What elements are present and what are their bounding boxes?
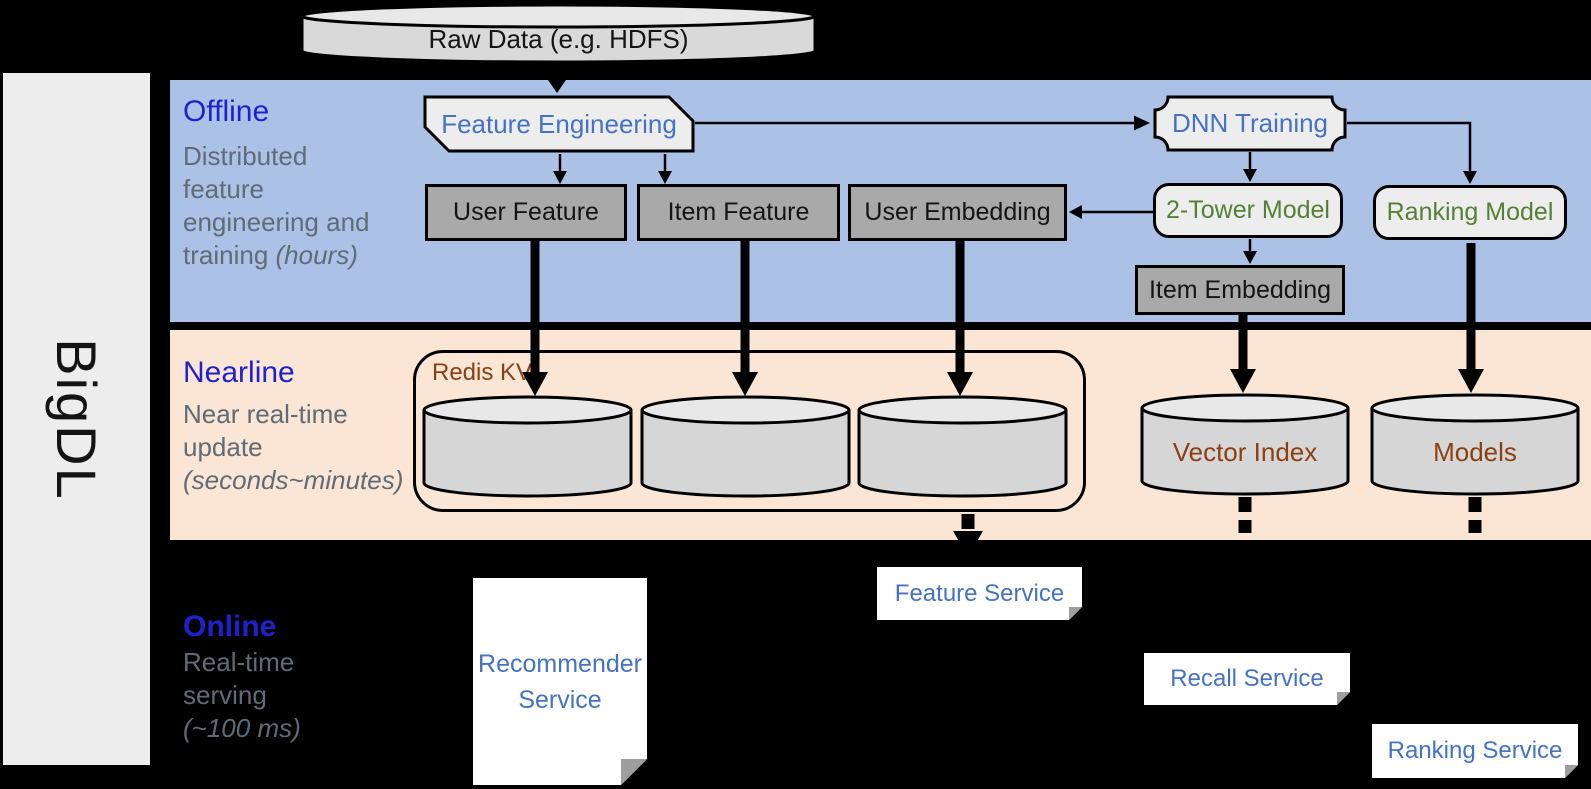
nearline-description: Near real-time update (seconds~minutes) — [183, 398, 403, 497]
cylinder-icon — [1370, 393, 1580, 496]
nearline-desc-line: update — [183, 432, 263, 462]
two-tower-model-label: 2-Tower Model — [1166, 196, 1330, 224]
user-feature-node: User Feature — [425, 184, 627, 241]
offline-desc-line: Distributed — [183, 141, 308, 171]
item-feature-label: Item Feature — [667, 198, 810, 226]
user-embedding-label: User Embedding — [864, 198, 1051, 226]
models-node: Models — [1370, 393, 1580, 496]
online-description: Real-time serving (~100 ms) — [183, 646, 301, 745]
dnn-training-label: DNN Training — [1171, 108, 1329, 138]
item-embedding-label: Item Embedding — [1148, 275, 1332, 304]
ranking-model-label: Ranking Model — [1386, 198, 1554, 226]
user-feature-label: User Feature — [453, 198, 599, 226]
redis-cylinder-3 — [857, 395, 1068, 503]
online-desc-line: Real-time — [183, 647, 295, 677]
dnn-training-node: DNN Training — [1153, 95, 1347, 152]
nearline-title: Nearline — [183, 356, 295, 389]
redis-kv-container — [413, 350, 1086, 512]
raw-data-label: Raw Data (e.g. HDFS) — [428, 23, 689, 54]
offline-desc-line: engineering and — [183, 207, 370, 237]
feature-service-node: Feature Service — [877, 567, 1082, 620]
recommender-service-node: Recommender Service — [473, 578, 647, 785]
feature-engineering-node: Feature Engineering — [423, 95, 695, 153]
online-desc-line: (~100 ms) — [183, 713, 301, 743]
nearline-desc-line: (seconds~minutes) — [183, 465, 404, 495]
cylinder-icon — [640, 395, 851, 498]
raw-data-cylinder: Raw Data (e.g. HDFS) — [300, 3, 817, 65]
sidebar-bigdl: BigDL — [3, 73, 150, 765]
item-embedding-node: Item Embedding — [1135, 265, 1345, 315]
online-desc-line: serving — [183, 680, 267, 710]
models-label: Models — [1433, 437, 1517, 467]
feature-service-label: Feature Service — [894, 579, 1065, 607]
recall-service-label: Recall Service — [1170, 665, 1324, 692]
sidebar-label: BigDL — [45, 337, 108, 501]
redis-cylinder-1 — [422, 395, 633, 503]
vector-index-node: Vector Index — [1140, 393, 1350, 496]
nearline-desc-line: Near real-time — [183, 399, 348, 429]
redis-cylinder-2 — [640, 395, 851, 503]
cylinder-icon — [422, 395, 633, 498]
cylinder-icon — [857, 395, 1068, 498]
vector-index-label: Vector Index — [1172, 437, 1318, 467]
feature-engineering-label: Feature Engineering — [441, 108, 677, 139]
cylinder-icon — [300, 3, 817, 64]
ranking-service-node: Ranking Service — [1372, 724, 1578, 778]
cylinder-icon — [1140, 393, 1350, 496]
recommender-service-label: Recommender Service — [478, 649, 642, 714]
recall-service-node: Recall Service — [1144, 653, 1350, 705]
offline-description: Distributed feature engineering and trai… — [183, 140, 370, 272]
two-tower-model-node: 2-Tower Model — [1153, 183, 1343, 238]
item-feature-node: Item Feature — [637, 184, 840, 241]
ranking-service-label: Ranking Service — [1387, 737, 1563, 764]
snip-rect-icon — [423, 95, 695, 153]
plaque-icon — [1153, 95, 1347, 152]
online-title: Online — [183, 610, 277, 643]
offline-title: Offline — [183, 95, 270, 128]
offline-desc-line: feature — [183, 174, 264, 204]
ranking-model-node: Ranking Model — [1373, 185, 1567, 240]
redis-kv-label: Redis KV — [432, 359, 533, 386]
user-embedding-node: User Embedding — [848, 184, 1067, 241]
offline-desc-line: training (hours) — [183, 240, 358, 270]
